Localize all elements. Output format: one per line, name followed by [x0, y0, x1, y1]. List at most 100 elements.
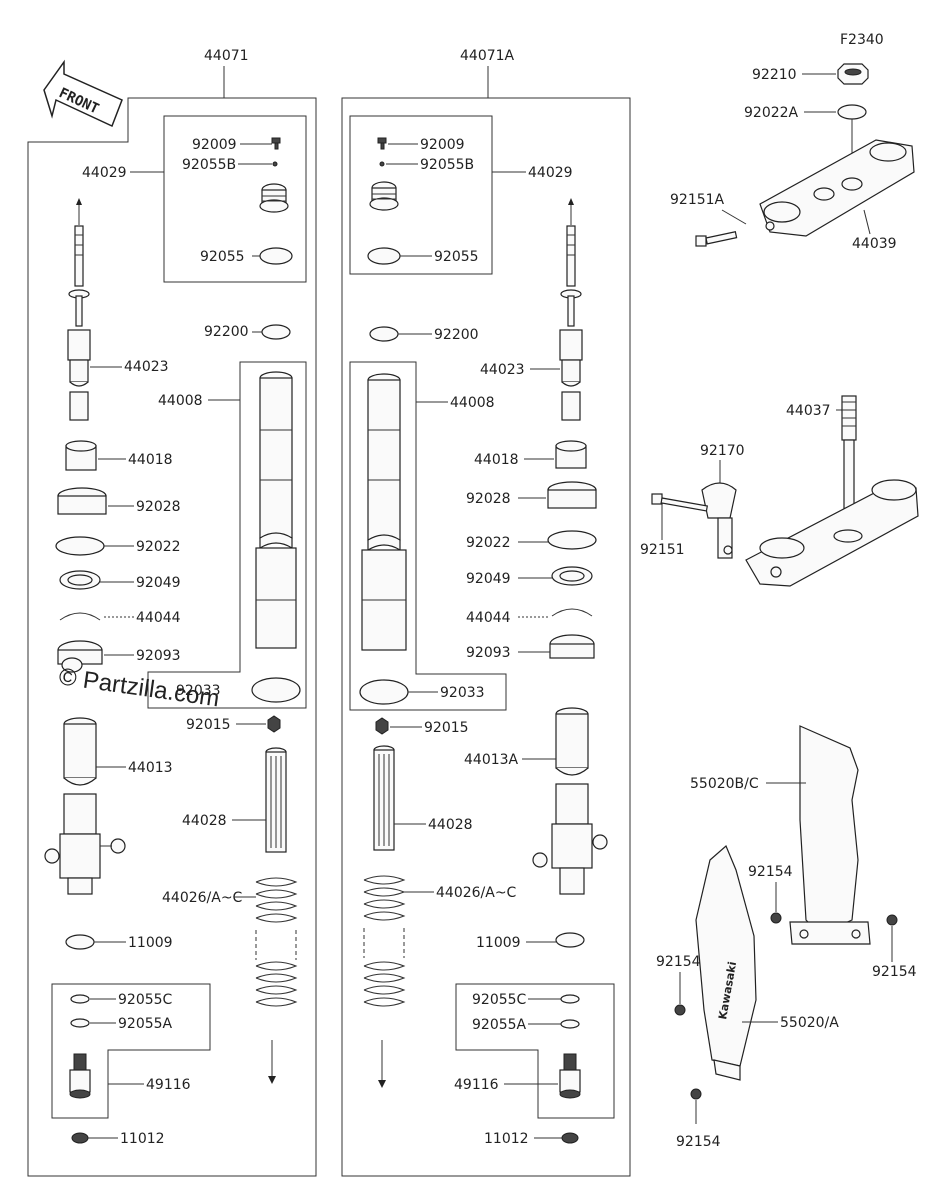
label-92170: 92170: [700, 443, 745, 459]
label-92049-right: 92049: [466, 571, 511, 587]
washer-92022A: [837, 104, 867, 120]
label-11009-left: 11009: [128, 935, 173, 951]
upper-triple-clamp-44039-icon: [759, 139, 915, 237]
bushing-92028-left: [57, 487, 107, 515]
o-ring-92055A-right: [560, 1019, 580, 1029]
spring-44026-left-icon: [255, 877, 298, 1084]
o-ring-92033-left: [251, 677, 301, 703]
front-direction-arrow-icon: FRONT: [43, 59, 123, 128]
washer-92200-right: [369, 326, 399, 342]
bolt-92154-d-icon: [690, 1088, 702, 1100]
label-92022-right: 92022: [466, 535, 511, 551]
oil-seal-92049-right: [551, 566, 593, 586]
label-92055B-right: 92055B: [420, 157, 474, 173]
washer-92022-right: [547, 530, 597, 550]
assembly-number-left: 44071: [204, 48, 249, 64]
figure-code: F2340: [840, 32, 884, 48]
label-11012-right: 11012: [484, 1131, 529, 1147]
outer-tube-left-icon: [44, 717, 126, 895]
label-44039: 44039: [852, 236, 897, 252]
label-44018-left: 44018: [128, 452, 173, 468]
label-44028-left: 44028: [182, 813, 227, 829]
steering-nut-92210-icon: [837, 63, 869, 85]
label-44008-right: 44008: [450, 395, 495, 411]
label-55020BC: 55020B/C: [690, 776, 759, 792]
damper-rod-left-icon: [67, 198, 91, 421]
inner-tube-right-icon: [361, 373, 407, 651]
label-11009-right: 11009: [476, 935, 521, 951]
assembly-box-right: [341, 97, 631, 1177]
label-92200-right: 92200: [434, 327, 479, 343]
steering-stem-44037-icon: [745, 395, 919, 587]
fork-guard-55020BC-icon: [789, 725, 871, 945]
dust-seal-92093-left: [57, 640, 103, 673]
label-92033-right: 92033: [440, 685, 485, 701]
label-92055A-right: 92055A: [472, 1017, 527, 1033]
nut-92015-right-icon: [375, 717, 389, 735]
label-92022A: 92022A: [744, 105, 799, 121]
bolt-92009-left-icon: [271, 137, 281, 150]
fork-cap-right-icon: [369, 181, 399, 211]
oil-seal-92049-left: [59, 570, 101, 590]
assembly-box-left: [27, 97, 317, 1177]
bolt-92154-b-icon: [886, 914, 898, 926]
bolt-92151A-icon: [695, 231, 738, 247]
nut-92015-left-icon: [267, 715, 281, 733]
fork-cap-left-icon: [259, 183, 289, 213]
label-44026-right: 44026/A~C: [436, 885, 517, 901]
label-92055C-left: 92055C: [118, 992, 173, 1008]
washer-11009-right: [555, 932, 585, 948]
damper-rod-right-icon: [559, 198, 583, 421]
label-92154-c: 92154: [656, 954, 701, 970]
bolt-92154-c-icon: [674, 1004, 686, 1016]
o-ring-92033-right: [359, 679, 409, 705]
label-92151A: 92151A: [670, 192, 725, 208]
label-92210: 92210: [752, 67, 797, 83]
bushing-44018-left: [65, 440, 97, 471]
label-92055-left: 92055: [200, 249, 245, 265]
piston-44028-left-icon: [265, 747, 287, 853]
label-92154-d: 92154: [676, 1134, 721, 1150]
o-ring-92055-right: [367, 247, 401, 265]
label-92200-left: 92200: [204, 324, 249, 340]
label-44013-left: 44013: [128, 760, 173, 776]
gasket-11012-left: [71, 1132, 89, 1144]
label-55020A: 55020/A: [780, 1015, 839, 1031]
inner-tube-left-icon: [255, 371, 297, 649]
bolt-92009-right-icon: [377, 137, 387, 150]
watermark: © Partzilla.com: [57, 663, 221, 712]
label-44008-left: 44008: [158, 393, 203, 409]
label-44018-right: 44018: [474, 452, 519, 468]
washer-92022-left: [55, 536, 105, 556]
label-92015-right: 92015: [424, 720, 469, 736]
assembly-number-right: 44071A: [460, 48, 515, 64]
label-92028-right: 92028: [466, 491, 511, 507]
label-92022-left: 92022: [136, 539, 181, 555]
washer-11009-left: [65, 934, 95, 950]
gasket-11012-right: [561, 1132, 579, 1144]
o-ring-92055C-right: [560, 994, 580, 1004]
label-92154-a: 92154: [748, 864, 793, 880]
o-ring-92055-left: [259, 247, 293, 265]
o-ring-92055A-left: [70, 1018, 90, 1028]
valve-49116-left-icon: [69, 1053, 91, 1099]
label-44026-left: 44026/A~C: [162, 890, 243, 906]
label-92093-left: 92093: [136, 648, 181, 664]
bushing-44018-right: [555, 440, 587, 469]
label-92055C-right: 92055C: [472, 992, 527, 1008]
label-92093-right: 92093: [466, 645, 511, 661]
label-44037: 44037: [786, 403, 831, 419]
washer-92200-left: [261, 324, 291, 340]
label-49116-left: 49116: [146, 1077, 191, 1093]
label-92009-left: 92009: [192, 137, 237, 153]
label-92154-b: 92154: [872, 964, 917, 980]
bolt-92151-icon: [651, 493, 708, 512]
label-44029-right: 44029: [528, 165, 573, 181]
bushing-92028-right: [547, 481, 597, 509]
piston-44028-right-icon: [373, 745, 395, 851]
label-49116-right: 49116: [454, 1077, 499, 1093]
fork-guard-55020A-icon: Kawasaki: [695, 844, 757, 1081]
clip-44044-left: [59, 612, 101, 621]
valve-49116-right-icon: [559, 1053, 581, 1099]
label-44044-left: 44044: [136, 610, 181, 626]
